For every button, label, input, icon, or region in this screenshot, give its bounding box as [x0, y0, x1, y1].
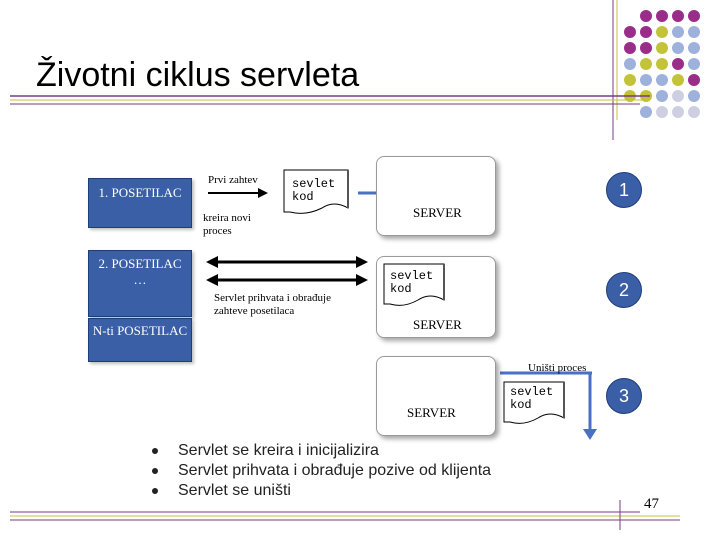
bullet-icon	[152, 468, 158, 474]
decor-dot	[688, 58, 700, 70]
servlet-code-2: sevlet kod	[390, 269, 434, 296]
bullet-text: Servlet prihvata i obrađuje pozive od kl…	[178, 462, 492, 479]
bullet-item: Servlet prihvata i obrađuje pozive od kl…	[150, 461, 491, 481]
decor-dot	[640, 10, 652, 22]
servlet-code-3: sevlet kod	[510, 385, 554, 412]
arrow-head	[206, 256, 218, 268]
decor-dot	[640, 74, 652, 86]
decor-dot	[640, 106, 652, 118]
step-1-badge: 1	[606, 172, 642, 208]
bullet-text: Servlet se kreira i inicijalizira	[178, 442, 379, 459]
decorative-dot-grid	[0, 0, 720, 140]
decor-dot	[656, 74, 668, 86]
decor-dot	[672, 90, 684, 102]
visitor-n-box: N-ti POSETILAC	[88, 318, 192, 362]
arrow-head	[206, 274, 218, 286]
decor-dot	[672, 10, 684, 22]
decor-dot	[624, 74, 636, 86]
decor-dot	[688, 26, 700, 38]
decor-dot	[656, 26, 668, 38]
decor-dot	[688, 106, 700, 118]
decor-dot	[672, 42, 684, 54]
servlet-code-1: sevlet kod	[292, 177, 336, 204]
decor-dot	[640, 42, 652, 54]
visitor-n-label: N-ti POSETILAC	[92, 323, 188, 338]
server-3: SERVER	[376, 356, 496, 436]
decor-dot	[688, 74, 700, 86]
server-1: SERVER	[376, 156, 496, 236]
visitor-2-label: 2. POSETILAC	[98, 256, 182, 271]
decor-dot	[656, 42, 668, 54]
decor-dot	[656, 90, 668, 102]
request-arrow-head	[258, 188, 268, 198]
summary-bullet-list: Servlet se kreira i inicijalizira Servle…	[150, 441, 491, 501]
decor-dot	[656, 10, 668, 22]
server-1-label: SERVER	[413, 205, 462, 220]
servlet-receives-label: Servlet prihvata i obrađuje zahteve pose…	[214, 292, 331, 317]
decor-dot	[640, 58, 652, 70]
destroy-process-label: Uništi proces	[528, 362, 587, 374]
servlet-code-document-1	[283, 169, 349, 214]
step-2-badge: 2	[606, 272, 642, 308]
visitor-1-label: 1. POSETILAC	[98, 185, 182, 200]
create-process-label: kreira novi proces	[203, 212, 251, 237]
decor-dot	[688, 90, 700, 102]
decor-dot	[640, 26, 652, 38]
arrow-head	[356, 256, 368, 268]
visitor-2-box: 2. POSETILAC …	[88, 250, 192, 317]
bullet-icon	[152, 488, 158, 494]
decor-dot	[624, 58, 636, 70]
servlet-code-document-2	[383, 263, 445, 306]
decor-dot	[672, 58, 684, 70]
bullet-text: Servlet se uništi	[178, 482, 291, 499]
decor-dot	[672, 26, 684, 38]
visitor-ellipsis: …	[133, 272, 147, 287]
arrow-head	[356, 274, 368, 286]
server-2-label: SERVER	[413, 317, 462, 332]
destroy-process-arrow-head	[583, 429, 597, 440]
visitor-1-box: 1. POSETILAC	[88, 178, 192, 228]
decor-dot	[624, 26, 636, 38]
step-3-badge: 3	[606, 378, 642, 414]
decor-dot	[672, 106, 684, 118]
server-3-label: SERVER	[407, 405, 456, 420]
decor-dot	[656, 58, 668, 70]
first-request-label: Prvi zahtev	[208, 174, 258, 186]
servlet-code-document-3	[503, 381, 565, 424]
decor-dot	[688, 42, 700, 54]
decor-dot	[656, 106, 668, 118]
bullet-item: Servlet se kreira i inicijalizira	[150, 441, 491, 461]
slide-title: Životni ciklus servleta	[36, 56, 360, 94]
decor-dot	[688, 10, 700, 22]
bullet-item: Servlet se uništi	[150, 481, 491, 501]
page-number: 47	[644, 496, 659, 512]
bullet-icon	[152, 448, 158, 454]
decor-dot	[672, 74, 684, 86]
decor-dot	[624, 42, 636, 54]
